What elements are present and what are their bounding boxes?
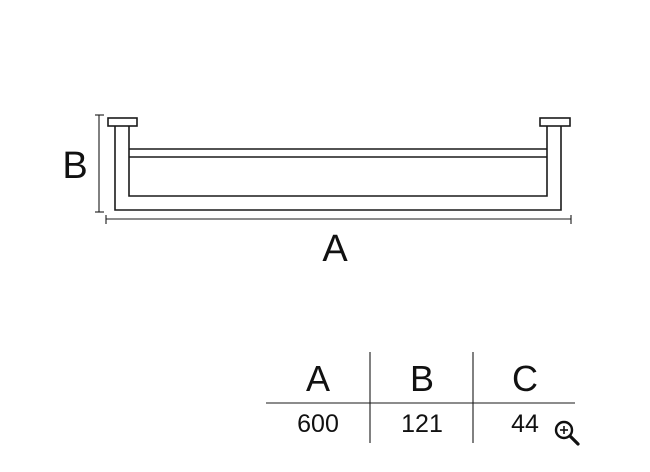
rack-inner-frame: [128, 126, 548, 197]
zoom-in-icon[interactable]: [554, 420, 580, 446]
height-label: B: [62, 145, 87, 187]
table-value-a: 600: [297, 410, 339, 438]
right-wall-mount: [539, 117, 571, 127]
width-label: A: [322, 228, 348, 270]
height-dimension: B: [62, 114, 104, 213]
width-dimension: A: [105, 215, 572, 270]
towel-rack-outline: [107, 117, 571, 211]
table-header-a: A: [306, 358, 330, 399]
left-wall-mount: [107, 117, 138, 127]
table-value-c: 44: [511, 410, 539, 438]
rack-outer-frame: [114, 126, 562, 211]
table-header-c: C: [512, 358, 538, 399]
table-value-b: 121: [401, 410, 443, 438]
table-header-b: B: [410, 358, 434, 399]
dimension-table: A B C 600 121 44: [266, 352, 575, 443]
